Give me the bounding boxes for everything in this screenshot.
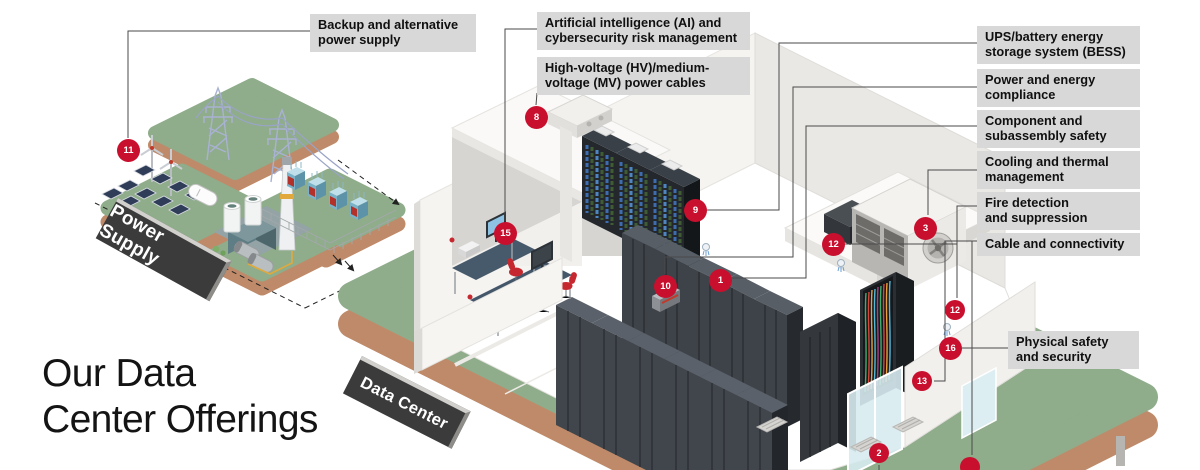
label-cooling-thermal: Cooling and thermal management	[977, 151, 1140, 189]
label-fire-detection: Fire detection and suppression	[977, 192, 1140, 230]
label-cable-connectivity: Cable and connectivity	[977, 233, 1140, 256]
callout-12a: 12	[822, 233, 845, 256]
printer-icon	[458, 241, 480, 258]
callout-16: 16	[939, 337, 962, 360]
callout-1: 1	[709, 269, 732, 292]
label-ai-cybersecurity: Artificial intelligence (AI) and cyberse…	[537, 12, 750, 50]
floor-vents	[755, 416, 925, 453]
power-supply-island	[94, 78, 406, 309]
label-ups-bess: UPS/battery energy storage system (BESS)	[977, 26, 1140, 64]
label-backup-power: Backup and alternative power supply	[310, 14, 476, 52]
page-title: Our Data Center Offerings	[42, 352, 318, 441]
callout-12b: 12	[945, 300, 965, 320]
door	[961, 366, 997, 440]
generators	[233, 241, 293, 275]
callout-11: 11	[117, 139, 140, 162]
leader-lines	[127, 28, 1008, 470]
callout-8: 8	[525, 106, 548, 129]
patch-cables	[864, 280, 891, 393]
label-component-safety: Component and subassembly safety	[977, 110, 1140, 148]
wind-turbine-icon	[140, 135, 183, 196]
transmission-towers	[195, 86, 349, 183]
substation-transformers	[261, 161, 397, 253]
label-hv-mv-cables: High-voltage (HV)/medium- voltage (MV) p…	[537, 57, 750, 95]
callout-2: 2	[869, 443, 889, 463]
callout-10: 10	[654, 275, 677, 298]
callout-15: 15	[494, 222, 517, 245]
transformer-icon	[287, 161, 368, 220]
battery-storage-icon	[188, 183, 218, 207]
callout-3: 3	[914, 217, 937, 240]
callout-13: 13	[912, 371, 932, 391]
data-center-building	[414, 32, 1036, 470]
data-center-island	[338, 32, 1158, 470]
callout-9: 9	[684, 199, 707, 222]
label-physical-security: Physical safety and security	[1008, 331, 1139, 369]
label-power-compliance: Power and energy compliance	[977, 69, 1140, 107]
callout-clipped	[960, 457, 980, 470]
